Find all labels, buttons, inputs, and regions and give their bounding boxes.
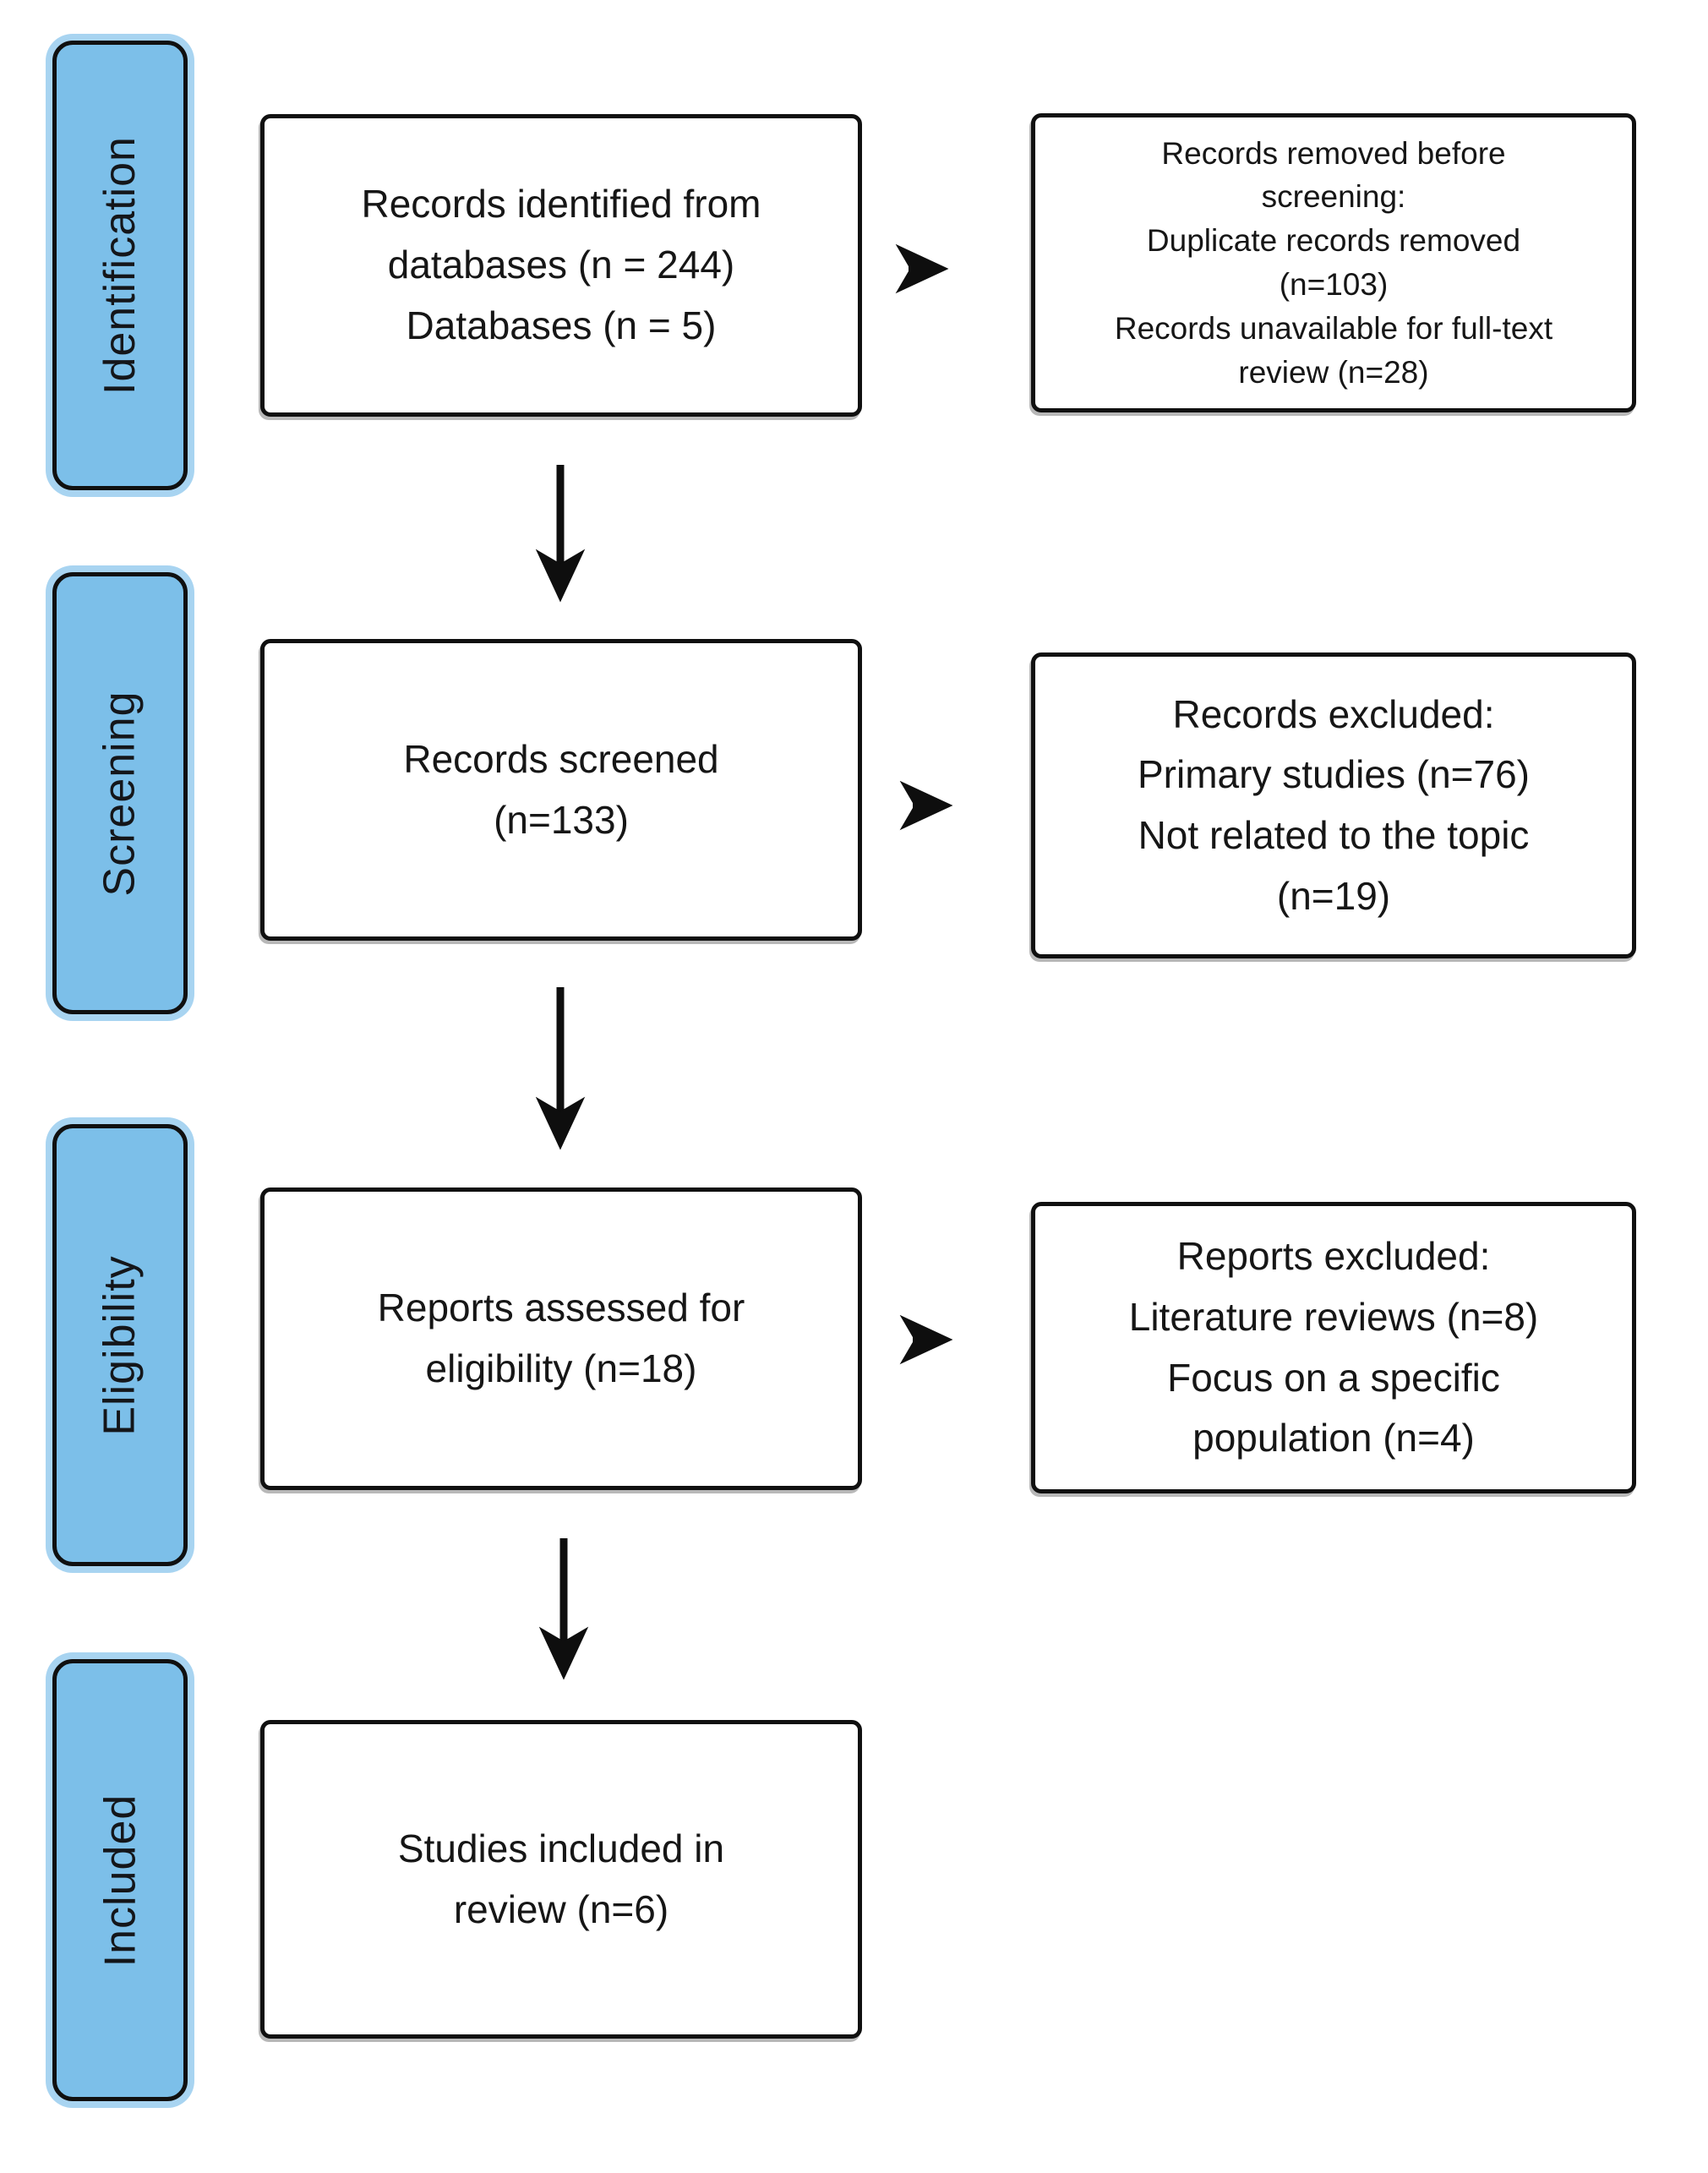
stage-label-eligibility-text: Eligibility: [95, 1254, 145, 1436]
stage-label-identification-text: Identification: [95, 136, 145, 395]
stage-label-screening-text: Screening: [95, 690, 145, 897]
flow-box-studies-included: Studies included in review (n=6): [260, 1720, 862, 2039]
flow-box-records-identified: Records identified from databases (n = 2…: [260, 114, 862, 417]
stage-label-included-text: Included: [95, 1794, 145, 1967]
stage-label-eligibility: Eligibility: [52, 1124, 188, 1566]
exclusion-box-records-excluded: Records excluded: Primary studies (n=76)…: [1031, 652, 1636, 958]
stage-label-identification: Identification: [52, 41, 188, 490]
exclusion-box-records-removed: Records removed before screening: Duplic…: [1031, 113, 1636, 412]
exclusion-box-reports-excluded: Reports excluded: Literature reviews (n=…: [1031, 1202, 1636, 1493]
flow-box-reports-assessed: Reports assessed for eligibility (n=18): [260, 1188, 862, 1490]
flow-box-records-screened: Records screened (n=133): [260, 639, 862, 941]
stage-label-screening: Screening: [52, 572, 188, 1014]
stage-label-included: Included: [52, 1659, 188, 2101]
